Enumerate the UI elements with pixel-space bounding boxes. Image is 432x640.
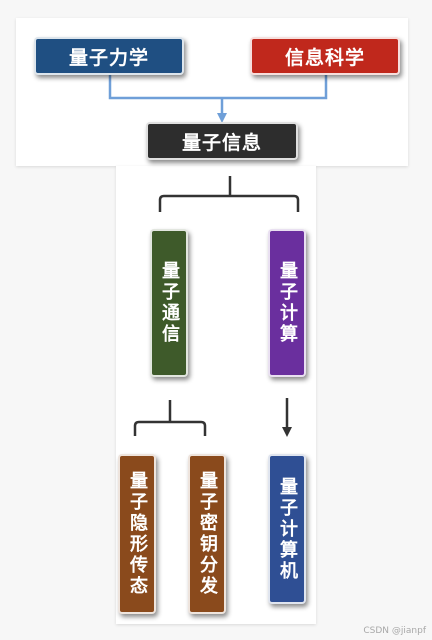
information-science-box: 信息科学	[250, 37, 400, 75]
quantum-computer-label: 量子计算机	[277, 476, 298, 582]
quantum-mechanics-label: 量子力学	[68, 46, 149, 69]
quantum-key-distribution-box: 量子密钥分发	[188, 454, 226, 614]
quantum-communication-label: 量子通信	[159, 261, 180, 345]
quantum-key-distribution-label: 量子密钥分发	[197, 471, 218, 597]
quantum-computing-box: 量子计算	[268, 229, 306, 377]
quantum-mechanics-box: 量子力学	[34, 37, 184, 75]
quantum-information-box: 量子信息	[146, 122, 298, 160]
quantum-communication-box: 量子通信	[150, 229, 188, 377]
information-science-label: 信息科学	[284, 46, 365, 69]
quantum-information-label: 量子信息	[181, 131, 262, 154]
quantum-teleportation-box: 量子隐形传态	[118, 454, 156, 614]
communication-bracket	[133, 400, 207, 436]
quantum-teleportation-label: 量子隐形传态	[127, 471, 148, 597]
quantum-computing-label: 量子计算	[277, 261, 298, 345]
quantum-computer-box: 量子计算机	[268, 454, 306, 604]
branch-bracket	[158, 176, 300, 212]
merge-connector	[108, 74, 328, 100]
watermark: CSDN @jianpf	[363, 626, 426, 636]
